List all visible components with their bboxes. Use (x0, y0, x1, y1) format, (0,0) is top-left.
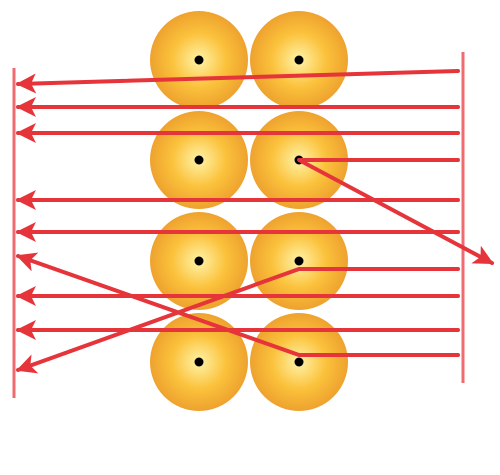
ray-deflected (16, 267, 460, 374)
atom-nucleus (294, 256, 304, 266)
atom (250, 11, 348, 109)
atom-nucleus (294, 55, 304, 65)
ray-straight (16, 69, 460, 94)
atom (250, 313, 348, 411)
atom (150, 313, 248, 411)
atom (250, 212, 348, 310)
atom (150, 11, 248, 109)
atom (150, 111, 248, 209)
ray-deflected (16, 252, 460, 357)
atom-nucleus (294, 357, 304, 367)
atom-nucleus (194, 55, 204, 65)
atom-nucleus (194, 256, 204, 266)
atom (150, 212, 248, 310)
ray-deflected (297, 158, 494, 265)
atom-grid (150, 11, 348, 411)
atom-nucleus (194, 155, 204, 165)
ray-group (16, 69, 494, 374)
atom-nucleus (194, 357, 204, 367)
